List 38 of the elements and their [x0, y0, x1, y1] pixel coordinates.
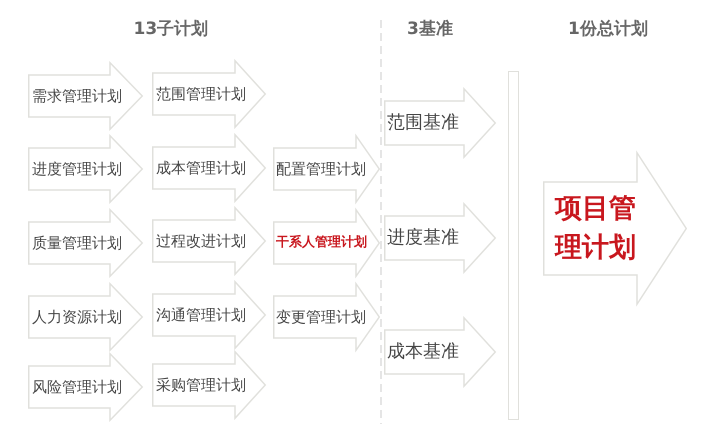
plan-label: 人力资源计划 — [32, 308, 122, 326]
pointed-card — [384, 88, 496, 158]
plan-label: 干系人管理计划 — [276, 235, 367, 251]
pointed-card — [28, 283, 143, 351]
column-heading: 3基准 — [407, 19, 453, 40]
plan-label: 质量管理计划 — [32, 234, 122, 252]
pointed-card — [273, 209, 380, 277]
pointed-card — [28, 209, 143, 277]
pointed-card — [384, 317, 496, 387]
plan-label: 进度基准 — [387, 227, 459, 249]
plan-label: 范围管理计划 — [156, 85, 246, 103]
plan-label: 范围基准 — [387, 112, 459, 134]
pointed-card — [273, 135, 380, 203]
plan-label: 项目管理计划 — [555, 192, 637, 265]
column-heading: 13子计划 — [134, 19, 208, 40]
pointed-card — [273, 283, 380, 351]
pointed-card — [384, 203, 496, 273]
pointed-card — [543, 152, 687, 304]
plan-label: 进度管理计划 — [32, 160, 122, 178]
plan-label: 沟通管理计划 — [156, 306, 246, 324]
plan-label: 过程改进计划 — [156, 232, 246, 250]
plan-label: 成本基准 — [387, 341, 459, 363]
pointed-card — [28, 135, 143, 203]
pointed-card — [152, 351, 266, 419]
plan-label: 成本管理计划 — [156, 159, 246, 177]
plan-label: 配置管理计划 — [276, 160, 366, 178]
pointed-card — [28, 62, 143, 130]
pointed-card — [152, 60, 266, 128]
vertical-bar — [508, 71, 519, 420]
pointed-card — [28, 353, 143, 421]
plan-label: 风险管理计划 — [32, 378, 122, 396]
pointed-card — [152, 281, 266, 349]
column-heading: 1份总计划 — [568, 19, 648, 40]
plan-label: 变更管理计划 — [276, 308, 366, 326]
pointed-card — [152, 134, 266, 202]
plan-label: 需求管理计划 — [32, 87, 122, 105]
plan-label: 采购管理计划 — [156, 376, 246, 394]
pointed-card — [152, 207, 266, 275]
